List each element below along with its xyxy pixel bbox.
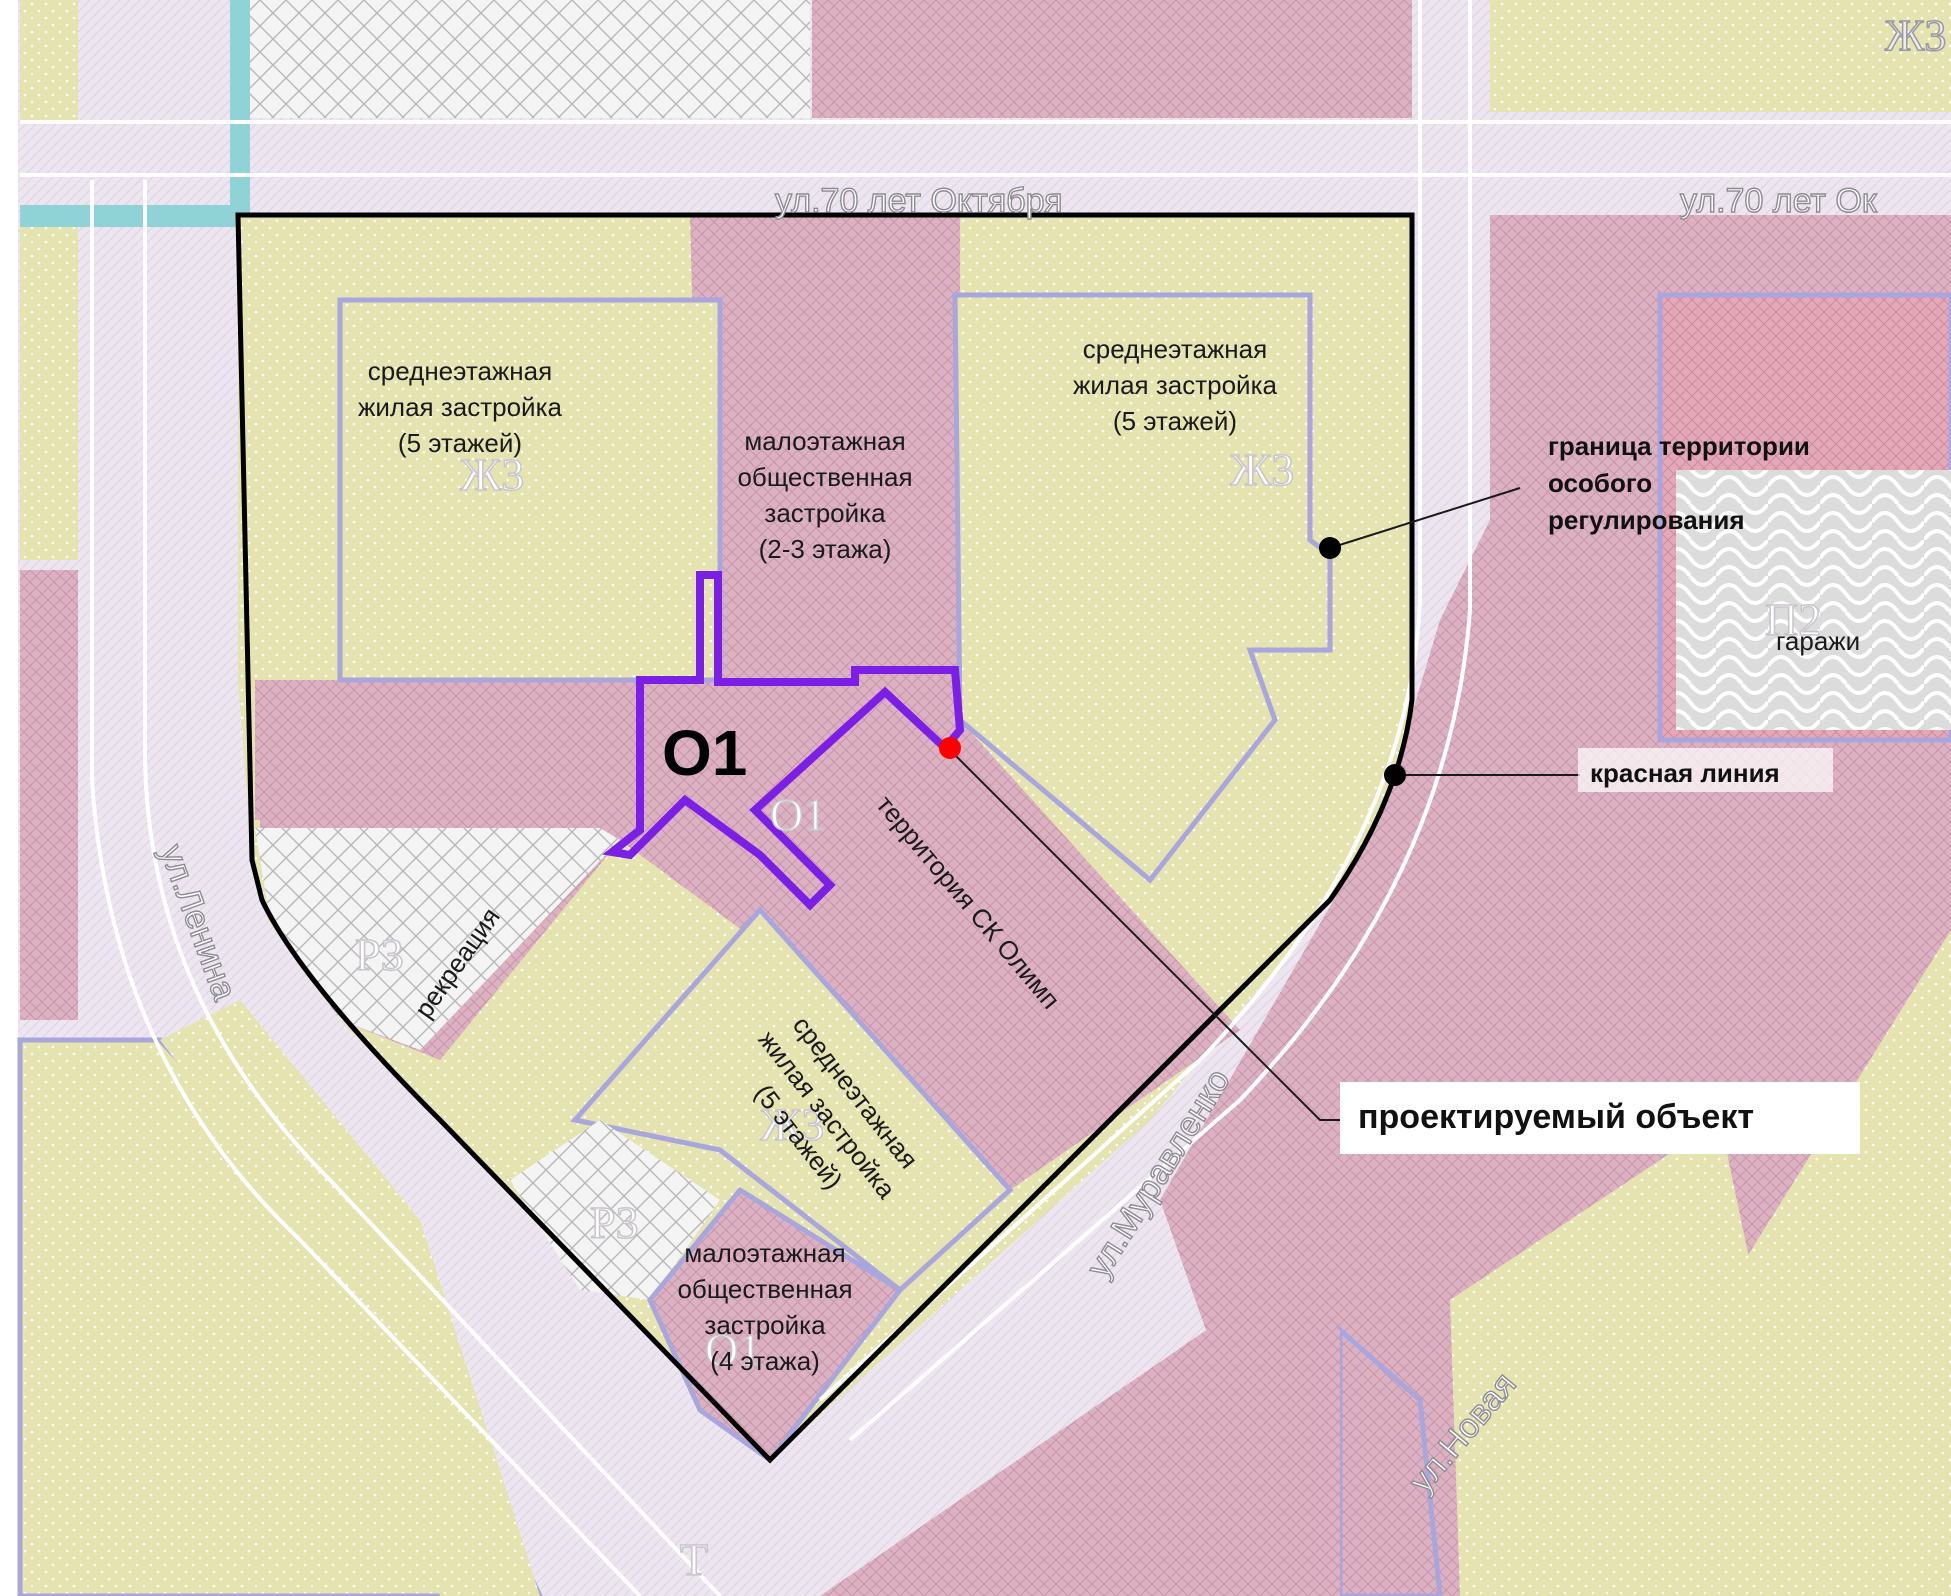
zone-zh3-south <box>570 906 1014 1294</box>
block-west-pink <box>20 570 78 1020</box>
label-zh3-nw: среднеэтажная жилая застройка (5 этажей) <box>358 356 563 458</box>
block-south-res <box>1450 1120 1820 1596</box>
label-nw-line2: жилая застройка <box>358 392 563 422</box>
label-south-pub-line3: застройка <box>704 1310 826 1340</box>
block-sw-strip <box>160 1000 540 1596</box>
canal-vertical <box>230 0 250 210</box>
label-ne-line3: (5 этажей) <box>1113 406 1237 436</box>
zone-code-o1-center: О1 <box>770 789 826 840</box>
project-point-marker <box>939 737 961 759</box>
zone-code-r3-west: Р3 <box>355 929 404 980</box>
callout-special-line3: регулирования <box>1548 505 1745 535</box>
label-zh3-ne: среднеэтажная жилая застройка (5 этажей) <box>1073 334 1278 436</box>
label-south-pub-line4: (4 этажа) <box>710 1346 820 1376</box>
label-south-pub-line1: малоэтажная <box>684 1238 845 1268</box>
label-o1-south: малоэтажная общественная застройка (4 эт… <box>677 1238 852 1376</box>
zone-code-zh3-ne: Ж3 <box>1230 444 1294 495</box>
label-center-line3: застройка <box>764 498 886 528</box>
zone-code-o1-south: О1 <box>705 1324 761 1375</box>
zone-o1-south <box>647 1186 904 1464</box>
zone-code-r3-south: Р3 <box>590 1197 639 1248</box>
marker-red-line <box>1384 764 1406 786</box>
callout-special-line1: граница территории <box>1548 431 1810 461</box>
block-north-pink <box>812 0 1412 118</box>
label-o1-center: малоэтажная общественная застройка (2-3 … <box>737 426 912 564</box>
zone-o1-west-arm <box>255 680 640 820</box>
callout-red-line: красная линия <box>1590 758 1780 788</box>
zone-code-zh3-topright: Ж3 <box>1885 11 1946 60</box>
block-ne-res <box>1490 0 1951 112</box>
callout-project: проектируемый объект <box>1358 1098 1754 1136</box>
label-south-pub-line2: общественная <box>677 1274 852 1304</box>
project-object-outline <box>602 571 965 911</box>
callout-red-line-bg <box>1578 748 1833 792</box>
zone-code-zh3-south: Ж3 <box>760 1099 824 1150</box>
garages-block <box>1676 470 1951 730</box>
block-west-strip <box>20 220 78 560</box>
label-ne-line1: среднеэтажная <box>1083 334 1267 364</box>
callout-project-bg <box>1340 1082 1860 1154</box>
zone-code-zh3-nw: Ж3 <box>460 449 524 500</box>
callout-special-line2: особого <box>1548 468 1652 498</box>
street-70-let-oktyabrya-east: ул.70 лет Ок <box>1680 182 1878 220</box>
left-margin <box>0 0 18 1596</box>
project-label: О1 <box>662 717 747 789</box>
zone-code-p2: П2 <box>1765 594 1821 645</box>
zone-r3-west <box>255 828 620 1050</box>
marker-special-zone <box>1319 537 1341 559</box>
label-nw-line1: среднеэтажная <box>368 356 552 386</box>
label-garages: гаражи <box>1776 626 1860 656</box>
zone-code-t: Т <box>680 1534 708 1585</box>
callout-special-zone: граница территории особого регулирования <box>1548 431 1810 535</box>
label-center-line1: малоэтажная <box>744 426 905 456</box>
label-center-line4: (2-3 этажа) <box>759 534 892 564</box>
road-edges <box>20 0 1951 1596</box>
label-nw-line3: (5 этажей) <box>398 428 522 458</box>
label-center-line2: общественная <box>737 462 912 492</box>
special-regulation-boundary <box>235 212 1415 1464</box>
leader-special-zone <box>1329 487 1521 549</box>
canal-horizontal <box>20 205 250 227</box>
block-nw-corner <box>20 0 78 120</box>
zone-r3-south <box>510 1120 720 1300</box>
street-70-let-oktyabrya: ул.70 лет Октября <box>775 182 1063 220</box>
label-ne-line2: жилая застройка <box>1073 370 1278 400</box>
block-south-center <box>820 1300 1340 1596</box>
block-north-grid <box>250 0 810 118</box>
zone-zh3-ne <box>952 292 1333 884</box>
